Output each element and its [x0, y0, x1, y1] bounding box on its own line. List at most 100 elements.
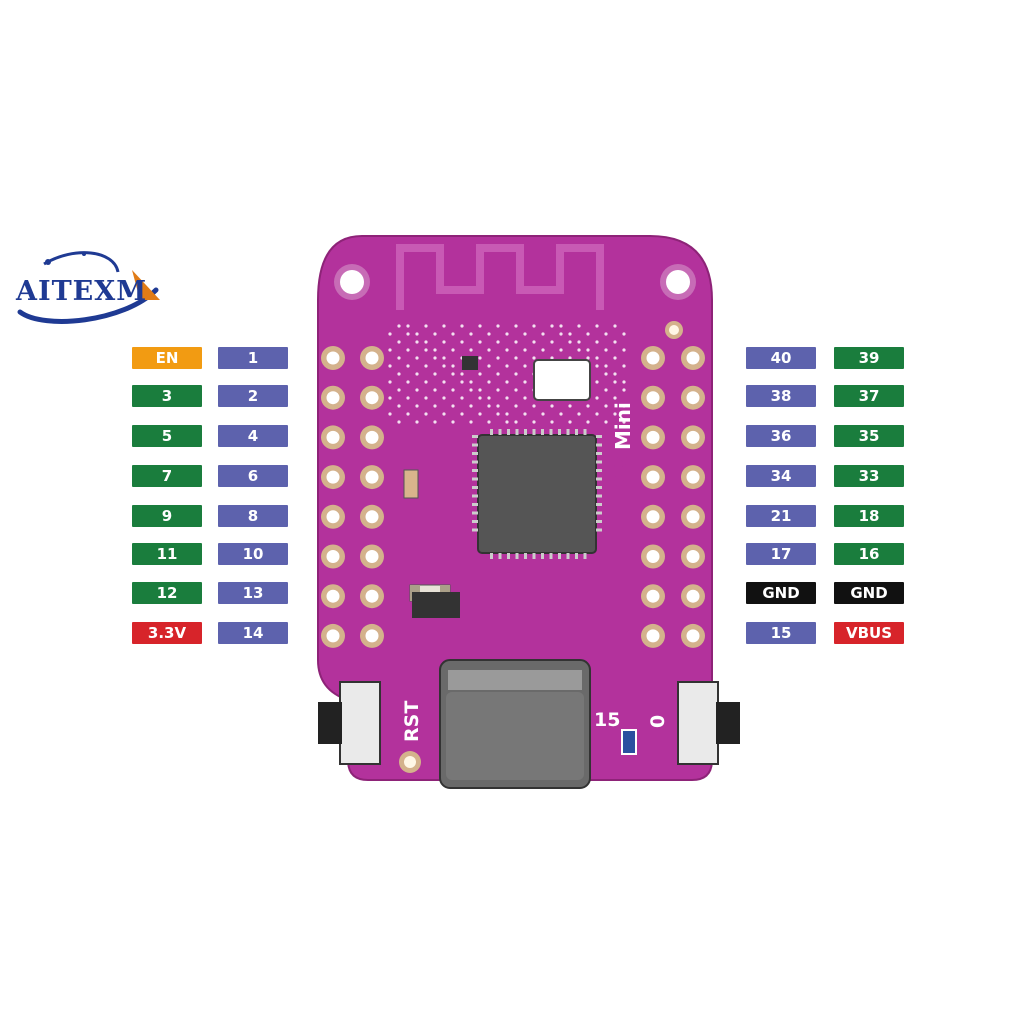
pin-label-right-outer: 35	[834, 425, 904, 447]
chip-pin	[566, 553, 570, 559]
via	[433, 348, 437, 352]
via	[586, 356, 590, 360]
via	[613, 340, 617, 344]
via	[559, 332, 563, 336]
via	[487, 348, 491, 352]
pin-label-left-outer: 12	[132, 582, 202, 604]
via	[460, 340, 464, 344]
via	[406, 332, 410, 336]
pad-hole	[326, 629, 340, 643]
pad-hole	[326, 589, 340, 603]
via	[433, 404, 437, 408]
via	[406, 396, 410, 400]
via	[622, 348, 626, 352]
via	[613, 372, 617, 376]
via	[550, 420, 554, 424]
pin-label-right-inner: 21	[746, 505, 816, 527]
via	[478, 372, 482, 376]
pad-hole	[686, 589, 700, 603]
boot-button[interactable]	[677, 681, 719, 765]
pin-label-right-inner: 15	[746, 622, 816, 644]
via	[424, 324, 428, 328]
pin-label-right-outer: 16	[834, 543, 904, 565]
via	[388, 332, 392, 336]
via	[523, 380, 527, 384]
pad-hole	[365, 550, 379, 563]
chip-pin	[596, 520, 602, 523]
via	[514, 356, 518, 360]
via	[478, 388, 482, 392]
via	[568, 332, 572, 336]
via	[496, 404, 500, 408]
via	[523, 364, 527, 368]
via	[397, 324, 401, 328]
via	[388, 364, 392, 368]
pad-hole	[326, 391, 340, 405]
via	[415, 356, 419, 360]
via	[469, 420, 473, 424]
chip-pin	[472, 503, 478, 506]
chip-pin	[472, 528, 478, 532]
pin-label-right-outer: 18	[834, 505, 904, 527]
via	[406, 348, 410, 352]
via	[496, 324, 500, 328]
chip-pin	[596, 460, 602, 464]
via	[613, 396, 617, 400]
via	[496, 340, 500, 344]
via	[433, 356, 437, 360]
via	[622, 332, 626, 336]
chip-pin	[596, 503, 602, 506]
via	[451, 332, 455, 336]
via	[478, 396, 482, 400]
via	[487, 332, 491, 336]
chip-pin	[596, 469, 602, 472]
pin-label-right-outer: 33	[834, 465, 904, 487]
reset-button[interactable]	[339, 681, 381, 765]
pad-hole	[646, 510, 660, 524]
via	[451, 404, 455, 408]
via	[433, 332, 437, 336]
via	[487, 380, 491, 384]
pin-label-left-inner: 6	[218, 465, 288, 487]
pad-hole	[326, 470, 340, 484]
via	[532, 356, 536, 360]
chip-pin	[575, 429, 578, 435]
pad-hole	[326, 550, 340, 563]
via	[397, 356, 401, 360]
via	[523, 348, 527, 352]
pin-label-right-inner: 38	[746, 385, 816, 407]
pad-hole	[646, 550, 660, 563]
via	[388, 412, 392, 416]
pad-hole	[326, 510, 340, 524]
via	[622, 404, 626, 408]
pin-label-right-inner: GND	[746, 582, 816, 604]
pad-hole	[365, 629, 379, 643]
via	[415, 420, 419, 424]
reset-button-label: RST	[401, 701, 423, 742]
pin-label-left-outer: 7	[132, 465, 202, 487]
via	[514, 340, 518, 344]
via	[586, 332, 590, 336]
via	[586, 348, 590, 352]
via	[415, 332, 419, 336]
via	[541, 412, 545, 416]
via	[487, 404, 491, 408]
chip-pin	[583, 553, 587, 559]
chip-pin	[583, 429, 587, 435]
pin-label-left-outer: 3.3V	[132, 622, 202, 644]
pad-hole	[646, 470, 660, 484]
pad-hole	[686, 351, 700, 365]
boot-button-label: 0	[647, 715, 669, 728]
via	[523, 412, 527, 416]
via	[505, 412, 509, 416]
chip-pin	[472, 460, 478, 464]
pin-label-right-inner: 34	[746, 465, 816, 487]
via	[415, 340, 419, 344]
via	[604, 364, 608, 368]
via	[505, 348, 509, 352]
via	[550, 324, 554, 328]
via	[550, 356, 554, 360]
pin-label-left-inner: 8	[218, 505, 288, 527]
via	[622, 380, 626, 384]
